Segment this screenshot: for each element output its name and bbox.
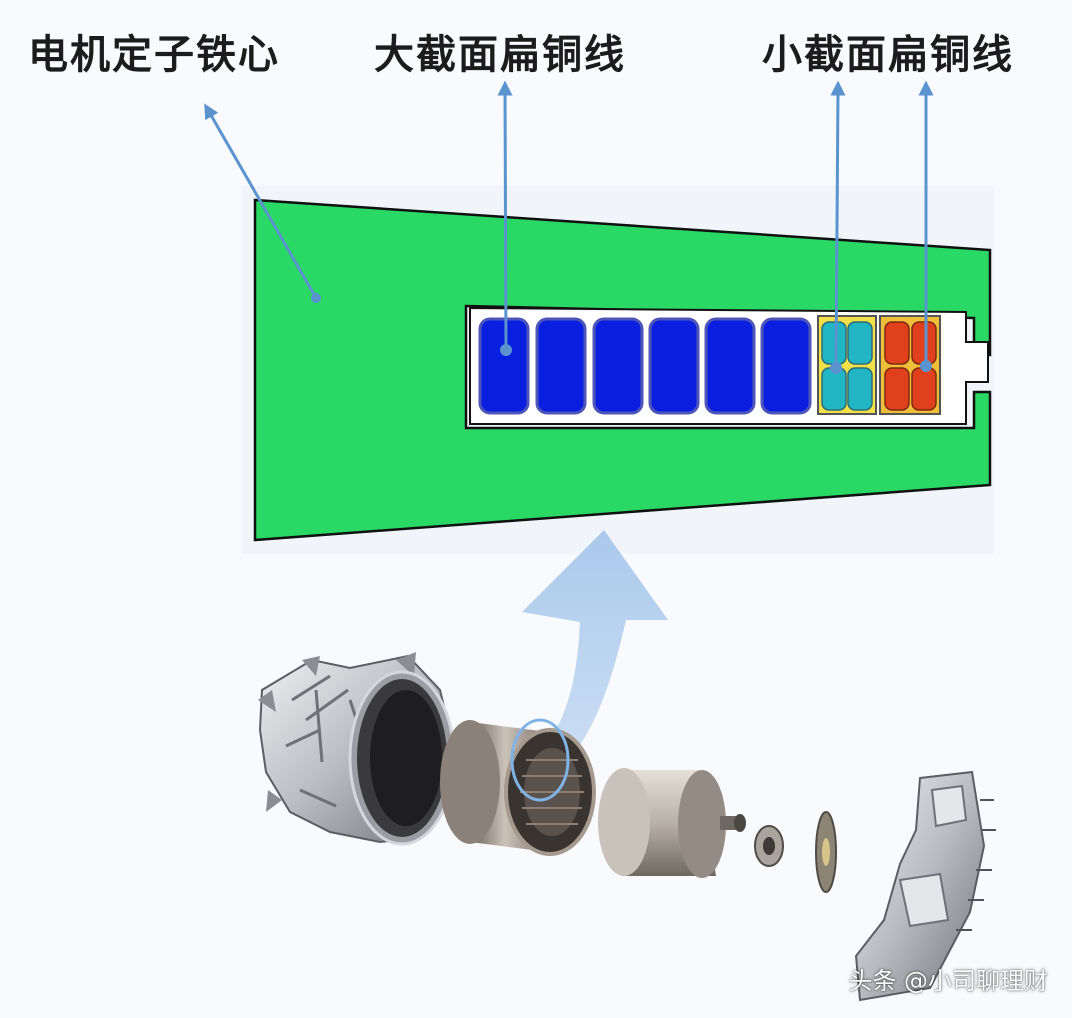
core-pointer-arrow [204, 103, 318, 299]
large-conductor-label: 大截面扁铜线 [374, 32, 626, 78]
small-conductor [847, 321, 873, 365]
large-conductor [648, 317, 700, 415]
stator-core-label: 电机定子铁心 [28, 32, 280, 78]
motor-bearing [754, 825, 784, 867]
small-conductor [911, 321, 937, 365]
large-conductor [478, 317, 530, 415]
large-conductor-pointer-arrow [497, 80, 513, 351]
small-conductor [884, 367, 910, 411]
small-conductor [884, 321, 910, 365]
small-conductor-group-teal [817, 315, 877, 415]
motor-exploded-view [258, 652, 996, 1002]
large-conductors [478, 317, 812, 415]
motor-resolver [815, 811, 837, 893]
large-conductor [535, 317, 587, 415]
small-conductor-group-red [879, 315, 941, 415]
motor-stator [440, 718, 596, 856]
small-conductor [821, 367, 847, 411]
motor-housing [258, 652, 456, 846]
small-conductor [821, 321, 847, 365]
watermark: 头条 @小司聊理财 [848, 967, 1048, 995]
large-conductor [760, 317, 812, 415]
small-conductor-pointer-arrow-1 [830, 80, 846, 369]
large-conductor [592, 317, 644, 415]
small-conductor [847, 367, 873, 411]
motor-rotor [598, 768, 746, 878]
zoom-arrow [522, 530, 668, 768]
stator-core-shape [253, 198, 992, 542]
pointer-arrows [204, 80, 934, 374]
motor-end-cover [854, 770, 996, 1002]
small-conductor-label: 小截面扁铜线 [762, 32, 1014, 78]
small-conductor [911, 367, 937, 411]
large-conductor [704, 317, 756, 415]
